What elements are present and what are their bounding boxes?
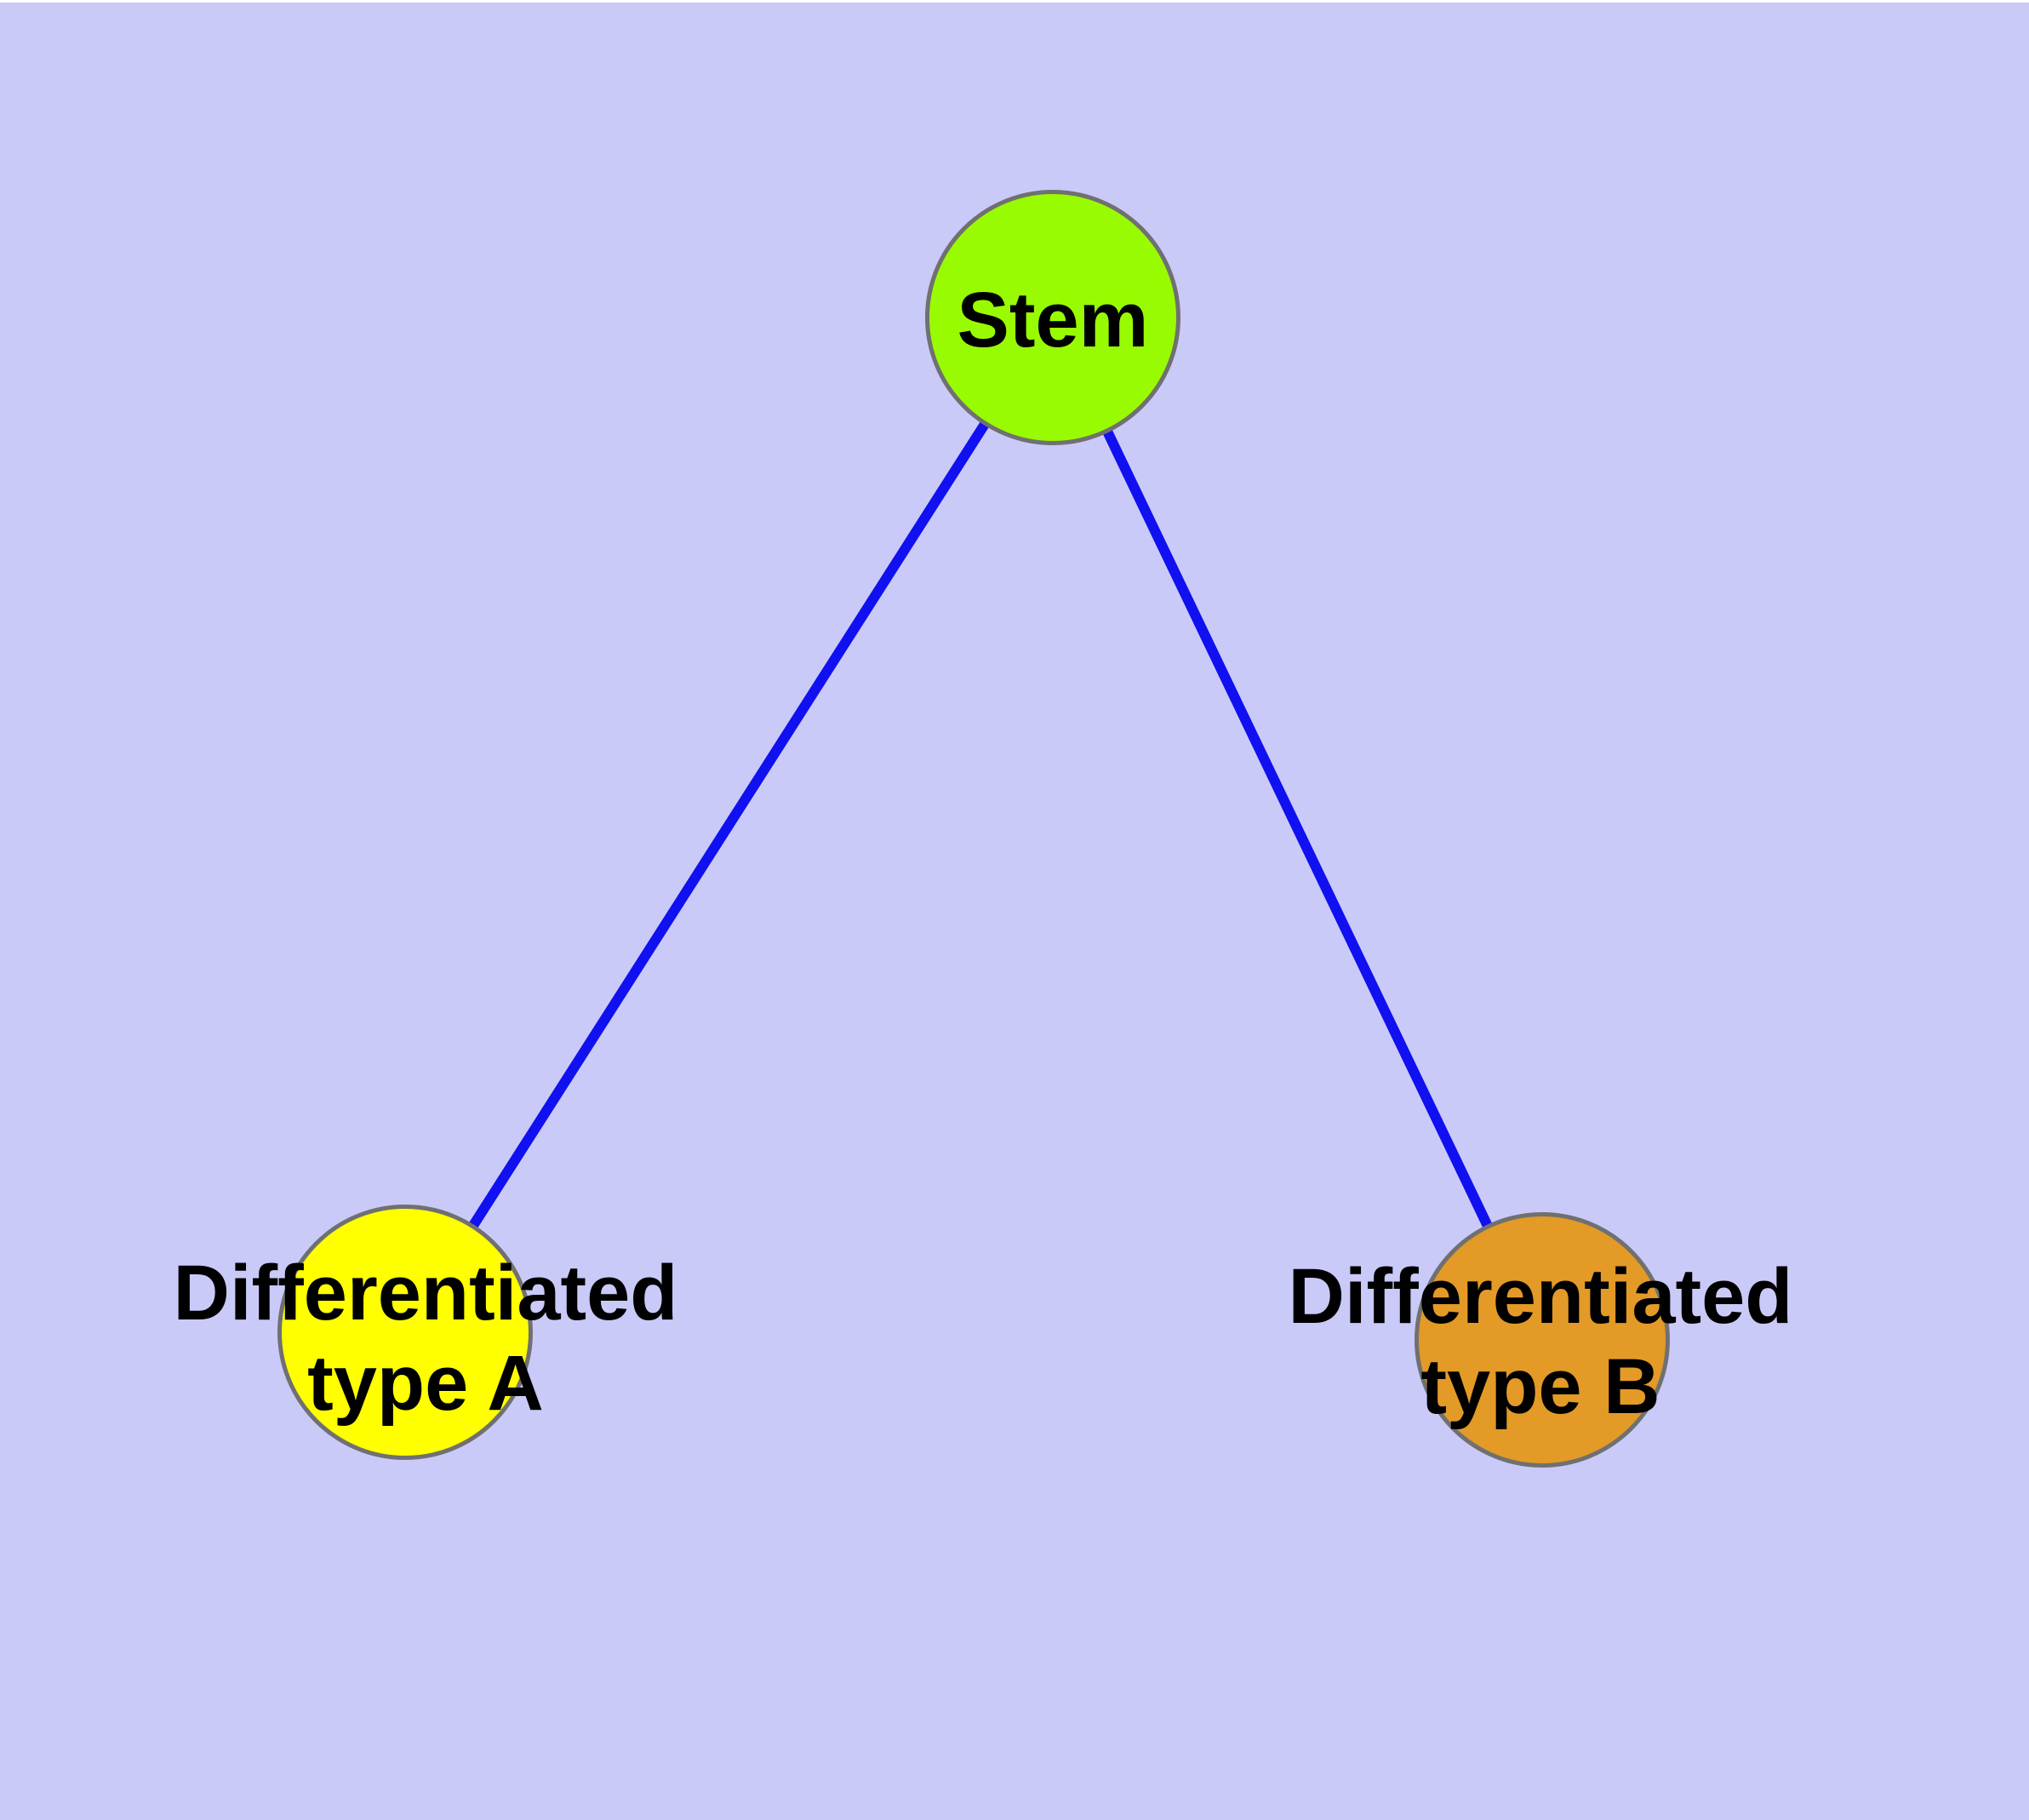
top-margin-strip: [0, 0, 2029, 3]
edge-stem-to-type-b: [1048, 315, 1547, 1342]
node-type-a-label-line2: type A: [307, 1340, 544, 1427]
node-type-b-label-line2: type B: [1420, 1343, 1660, 1430]
node-stem-label: Stem: [957, 275, 1149, 365]
edge-stem-to-type-a: [400, 314, 1058, 1336]
node-differentiated-type-a: [277, 1205, 533, 1460]
node-type-b-label: Differentiated type B: [1289, 1251, 1793, 1432]
node-stem-label-text: Stem: [957, 277, 1149, 363]
node-type-a-label-line1: Differentiated: [173, 1250, 678, 1336]
node-type-a-label: Differentiated type A: [174, 1248, 678, 1428]
node-differentiated-type-b: [1415, 1212, 1670, 1468]
node-stem: [925, 190, 1180, 445]
node-type-b-label-line1: Differentiated: [1288, 1253, 1793, 1340]
